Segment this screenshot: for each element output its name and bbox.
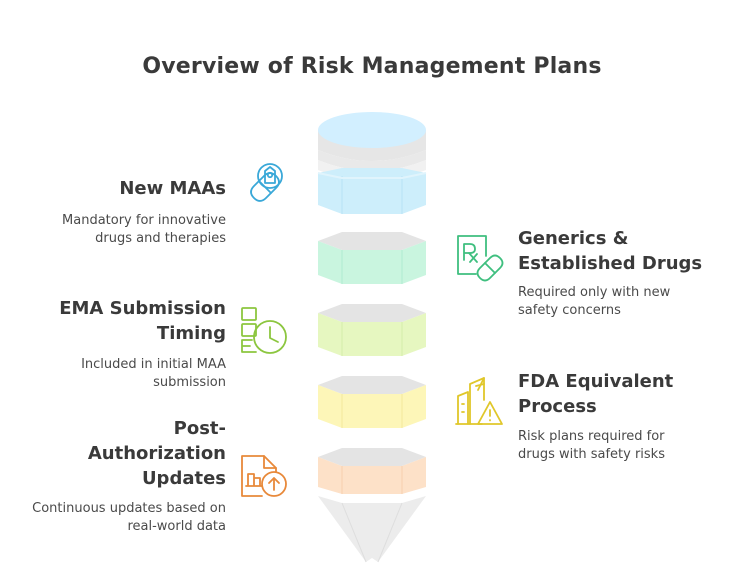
stack-tip: [318, 496, 426, 563]
ema-submission-heading: EMA Submission Timing: [59, 298, 226, 344]
document-upload-icon: [241, 455, 287, 497]
new-maas-heading: New MAAs: [119, 178, 226, 199]
post-authorization-description: Continuous updates based on real-world d…: [32, 501, 226, 534]
fda-equivalent-heading: FDA Equivalent Process: [518, 371, 674, 417]
pill-hand-icon: [250, 163, 283, 202]
page-title: Overview of Risk Management Plans: [142, 54, 602, 79]
generics-description: Required only with new safety concerns: [518, 285, 671, 318]
building-warning-icon: [455, 377, 503, 425]
prescription-icon: [457, 235, 504, 282]
stack-cap: [318, 112, 426, 181]
stack-layer-blue: [317, 168, 427, 214]
stack-layer-lime: [318, 304, 426, 356]
post-authorization-heading: Post-Authorization Updates: [87, 418, 226, 489]
new-maas-description: Mandatory for innovative drugs and thera…: [62, 213, 226, 246]
generics-heading: Generics & Established Drugs: [518, 228, 703, 274]
document-clock-icon: [241, 307, 287, 354]
fda-equivalent-description: Risk plans required for drugs with safet…: [518, 429, 665, 462]
stack-layer-green: [318, 232, 426, 284]
stack-layer-yellow: [318, 376, 426, 428]
stack-layer-orange: [318, 448, 426, 494]
ema-submission-description: Included in initial MAA submission: [81, 357, 226, 390]
